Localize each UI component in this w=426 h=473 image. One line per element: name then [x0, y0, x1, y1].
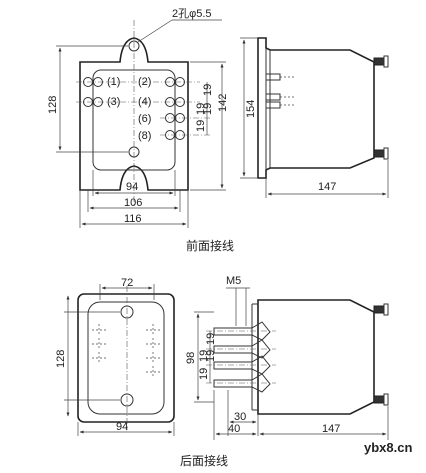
rear-caption: 后面接线 [180, 453, 228, 468]
dim-rear-128: 128 [55, 350, 67, 368]
hole-note: 2孔φ5.5 [172, 7, 212, 20]
dim-side-154: 154 [245, 100, 257, 118]
rear-side-terminals [206, 321, 276, 393]
dim-rearside-147: 147 [322, 423, 340, 435]
dim-front-94: 94 [126, 181, 138, 193]
dim-rearside-pitch-a: 19 [205, 333, 217, 345]
terminal-label-4: (4) [138, 96, 151, 108]
dim-rearside-pitch-c: 19 [205, 350, 217, 362]
dim-front-142: 142 [217, 94, 229, 112]
dim-rearside-98: 98 [185, 352, 197, 364]
dim-front-116: 116 [124, 213, 142, 225]
dim-rearside-pitch-b: 19 [198, 350, 210, 362]
dim-front-pitch-b: 19 [195, 103, 207, 115]
dim-side-147: 147 [318, 181, 336, 193]
dim-rearside-30: 30 [234, 411, 246, 423]
front-caption: 前面接线 [186, 238, 234, 253]
dim-front-pitch-d: 19 [195, 120, 207, 132]
rear-terminal-marks-right [146, 324, 160, 378]
rear-side-view: M5 98 19 19 19 19 30 40 147 [185, 275, 389, 440]
dim-front-pitch-c: 19 [202, 103, 214, 115]
front-side-terminals [265, 73, 296, 109]
screw-label: M5 [226, 275, 241, 287]
rear-view: 72 128 94 后面接线 [55, 277, 228, 468]
front-view: (1) (2) (3) (4) (6) (8) 2孔φ5.5 128 19 19… [47, 7, 234, 253]
terminal-label-1: (1) [107, 76, 120, 88]
rear-terminal-marks-left [92, 324, 106, 364]
terminal-label-8: (8) [138, 130, 151, 142]
dim-front-128: 128 [47, 96, 59, 114]
dim-rear-72: 72 [121, 277, 133, 289]
dim-rearside-40: 40 [228, 423, 240, 435]
terminal-label-2: (2) [138, 76, 151, 88]
dim-front-106: 106 [124, 197, 142, 209]
front-side-view: 154 147 [240, 37, 389, 198]
dim-rear-94: 94 [116, 421, 128, 433]
dim-rearside-pitch-d: 19 [198, 368, 210, 380]
dim-front-pitch-a: 19 [202, 84, 214, 96]
watermark: ybx8.cn [364, 440, 412, 455]
terminal-label-3: (3) [107, 96, 120, 108]
terminal-label-6: (6) [138, 113, 151, 125]
